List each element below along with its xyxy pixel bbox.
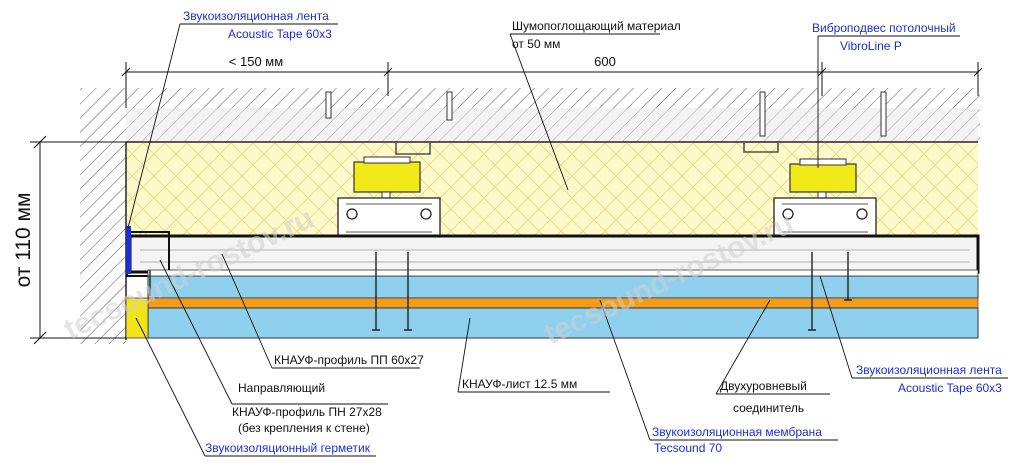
callout-sealant: Звукоизоляционный герметик <box>205 441 371 455</box>
acoustic-tape-wall <box>126 226 131 274</box>
dimension-lines <box>30 62 983 345</box>
callout-hanger-product: VibroLine P <box>840 39 902 53</box>
concrete-wall <box>80 88 127 344</box>
callout-connector-sub: соединитель <box>733 401 804 415</box>
callout-connector-title: Двухуровневый <box>720 379 807 393</box>
callout-guide-profile: КНАУФ-профиль ПН 27x28 <box>232 405 382 419</box>
leader-lines <box>127 23 1008 457</box>
callout-guide-title: Направляющий <box>238 381 325 395</box>
callout-pp-profile: КНАУФ-профиль ПП 60x27 <box>274 353 424 367</box>
callout-absorber-thickness: от 50 мм <box>512 37 560 51</box>
callout-tape-right-product: Acoustic Tape 60x3 <box>898 381 1002 395</box>
ceiling-boards <box>147 269 979 339</box>
anchor-bolts <box>325 91 887 137</box>
callout-absorber-title: Шумопоглощающий материал <box>512 19 681 33</box>
dim-hanger-spacing: 600 <box>594 54 616 69</box>
screws <box>149 252 852 331</box>
callout-knauf-sheet: КНАУФ-лист 12.5 мм <box>462 377 577 391</box>
callout-membrane-product: Tecsound 70 <box>654 441 722 455</box>
callout-tape-top-product: Acoustic Tape 60x3 <box>228 27 332 41</box>
callout-tape-top-title: Звукоизоляционная лента <box>183 9 329 23</box>
callout-membrane-title: Звукоизоляционная мембрана <box>652 425 822 439</box>
acoustic-sealant <box>125 297 149 339</box>
pp-profile-left <box>337 197 441 239</box>
dim-wall-offset: < 150 мм <box>229 54 283 69</box>
pp-profile-right <box>773 197 877 239</box>
callout-guide-note: (без крепления к стене) <box>238 421 370 435</box>
concrete-slab <box>80 88 980 143</box>
callout-tape-right-title: Звукоизоляционная лента <box>856 363 1002 377</box>
callout-hanger-title: Виброподвес потолочный <box>812 21 956 35</box>
dim-total-height: от 110 мм <box>12 193 35 288</box>
